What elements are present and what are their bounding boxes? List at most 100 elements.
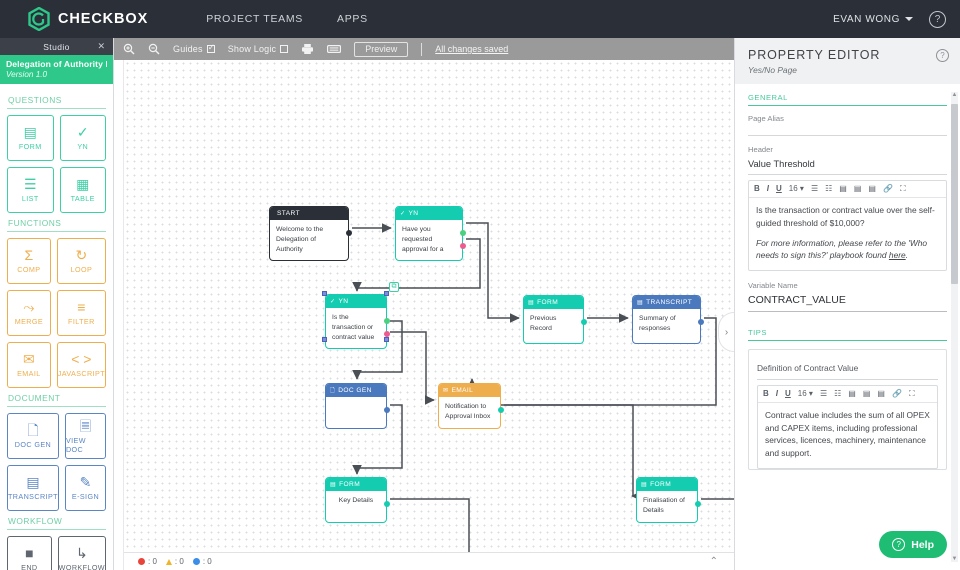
printer-icon[interactable] (301, 43, 314, 55)
italic-icon[interactable]: I (775, 389, 779, 399)
nav-apps[interactable]: APPS (337, 13, 368, 25)
selection-handle[interactable] (384, 337, 389, 342)
brand-logo[interactable]: CHECKBOX (0, 7, 148, 31)
help-question-icon[interactable]: ? (936, 49, 949, 62)
close-icon[interactable]: ✕ (97, 41, 105, 51)
palette-tile-javascript[interactable]: < >JAVASCRIPT (56, 342, 106, 388)
palette-tile-doc-gen[interactable]: 🗋DOC GEN (7, 413, 59, 459)
list-bullet-icon[interactable]: ☷ (834, 389, 842, 399)
property-panel-scrollbar[interactable]: ▲ ▼ (951, 92, 958, 562)
align-left-icon[interactable]: ▤ (839, 184, 847, 194)
list-ordered-icon[interactable]: ☰ (819, 389, 828, 399)
variable-name-input[interactable]: CONTRACT_VALUE (748, 290, 947, 312)
link-icon[interactable]: 🔗 (882, 184, 893, 194)
show-logic-checkbox-icon[interactable] (280, 45, 289, 53)
scrollbar-thumb[interactable] (951, 104, 958, 284)
flow-port-yes[interactable] (460, 230, 466, 236)
zoom-in-icon[interactable] (123, 43, 135, 55)
flow-port-no[interactable] (384, 331, 390, 337)
show-logic-toggle[interactable]: Show Logic (228, 44, 289, 54)
selection-handle[interactable] (322, 337, 327, 342)
align-right-icon[interactable]: ▤ (868, 184, 876, 194)
selection-handle[interactable] (384, 291, 389, 296)
user-menu[interactable]: EVAN WONG (833, 14, 913, 25)
font-size-select[interactable]: 16 ▾ (788, 184, 804, 194)
palette-tile-workflow[interactable]: ↳WORKFLOW (57, 536, 106, 570)
align-left-icon[interactable]: ▤ (848, 389, 856, 399)
flow-port-out[interactable] (498, 407, 504, 413)
underline-icon[interactable]: U (776, 184, 782, 194)
duplicate-icon[interactable]: ⧉ (389, 282, 399, 292)
italic-icon[interactable]: I (766, 184, 770, 194)
scroll-down-arrow-icon[interactable]: ▼ (951, 556, 958, 562)
palette-tile-view-doc[interactable]: 🗏VIEW DOC (64, 413, 106, 459)
list-bullet-icon[interactable]: ☷ (825, 184, 833, 194)
guides-toggle[interactable]: Guides (173, 43, 215, 55)
help-button[interactable]: ? Help (879, 531, 947, 558)
palette-tile-form[interactable]: ▤FORM (7, 115, 54, 161)
palette-tile-merge[interactable]: ⤳MERGE (7, 290, 51, 336)
align-center-icon[interactable]: ▤ (853, 184, 862, 194)
list-ordered-icon[interactable]: ☰ (810, 184, 819, 194)
header-rte-content[interactable]: Is the transaction or contract value ove… (749, 198, 946, 269)
playbook-link[interactable]: here (888, 250, 906, 261)
studio-tab[interactable]: Studio ✕ (0, 38, 113, 55)
palette-tile-filter[interactable]: ≡FILTER (56, 290, 106, 336)
flow-node-docgen[interactable]: 🗋DOC GEN (325, 383, 390, 429)
header-input[interactable]: Value Threshold (748, 154, 947, 176)
scroll-up-arrow-icon[interactable]: ▲ (951, 92, 958, 98)
tip-title-input[interactable]: Definition of Contract Value (757, 358, 938, 381)
flow-port-out[interactable] (384, 407, 390, 413)
palette-tile-table[interactable]: ▦TABLE (59, 167, 106, 213)
link-icon[interactable]: 🔗 (891, 389, 902, 399)
palette-tile-e-sign[interactable]: ✎E-SIGN (64, 465, 106, 511)
flow-port-out[interactable] (581, 319, 587, 325)
bold-icon[interactable]: B (754, 184, 760, 194)
flow-port-out[interactable] (698, 319, 704, 325)
header-rich-text-editor[interactable]: B I U 16 ▾ ☰ ☷ ▤ ▤ ▤ 🔗 ⛶ Is the transact… (748, 180, 947, 271)
align-center-icon[interactable]: ▤ (862, 389, 871, 399)
keyboard-icon[interactable] (327, 44, 342, 54)
palette-tile-end[interactable]: ■END (7, 536, 52, 570)
page-alias-input[interactable] (748, 123, 947, 137)
bold-icon[interactable]: B (763, 389, 769, 399)
preview-button[interactable]: Preview (354, 41, 409, 57)
flow-node-box[interactable]: 🗋DOC GEN (325, 383, 387, 429)
guides-checkbox-icon[interactable] (206, 43, 215, 53)
palette-tile-yn[interactable]: ✓YN (59, 115, 106, 161)
font-size-select[interactable]: 16 ▾ (797, 389, 813, 399)
flow-port-out[interactable] (346, 230, 352, 236)
zoom-out-icon[interactable] (148, 43, 160, 55)
tip-rich-text-editor[interactable]: B I U 16 ▾ ☰ ☷ ▤ ▤ ▤ 🔗 ⛶ Contract value … (757, 385, 938, 469)
fullscreen-icon[interactable]: ⛶ (908, 389, 915, 399)
palette-tile-email[interactable]: ✉EMAIL (7, 342, 51, 388)
flow-port-yes[interactable] (384, 318, 390, 324)
underline-icon[interactable]: U (785, 389, 791, 399)
palette-tile-loop[interactable]: ↻LOOP (56, 238, 106, 284)
nav-project-teams[interactable]: PROJECT TEAMS (206, 13, 303, 25)
tip-rte-content[interactable]: Contract value includes the sum of all O… (765, 410, 930, 459)
align-right-icon[interactable]: ▤ (877, 389, 885, 399)
palette-tile-transcript[interactable]: ▤TRANSCRIPT (7, 465, 59, 511)
flow-port-out[interactable] (384, 501, 390, 507)
selection-handle[interactable] (322, 291, 327, 296)
palette-tile-list[interactable]: ☰LIST (7, 167, 54, 213)
flow-port-no[interactable] (460, 243, 466, 249)
flow-port-out[interactable] (695, 501, 701, 507)
